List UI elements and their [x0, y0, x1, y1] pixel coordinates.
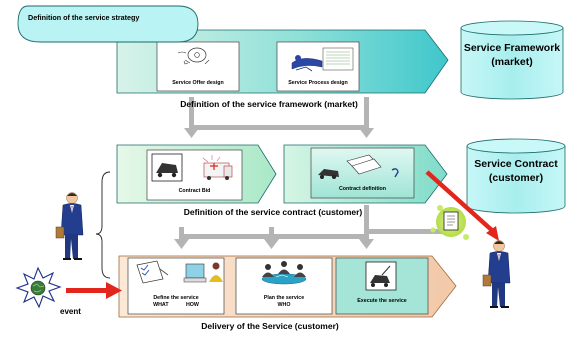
define-service-card[interactable]	[127, 257, 225, 315]
delivery-truck-icon	[151, 153, 183, 182]
contract-definition-card[interactable]	[310, 147, 415, 199]
plan-service-line1: Plan the service	[263, 295, 305, 301]
framework-cylinder-line1: Service Framework	[463, 42, 561, 54]
event-arrow	[66, 282, 122, 299]
business-person-icon	[55, 192, 84, 260]
service-contract-cylinder[interactable]	[466, 138, 566, 214]
plan-service-card[interactable]	[235, 257, 333, 315]
framework-to-contract-connectors	[184, 97, 374, 138]
event-burst-icon	[15, 266, 62, 309]
contract-definition-label: Contract definition	[338, 186, 387, 192]
framework-cylinder-line2: (market)	[491, 56, 533, 68]
document-icon	[443, 211, 459, 231]
business-person-icon	[482, 240, 511, 308]
contract-to-customer-arrow	[425, 170, 499, 241]
event-label: event	[60, 307, 81, 316]
ambulance-icon	[202, 155, 233, 180]
contract-cylinder-line1: Service Contract	[474, 158, 558, 170]
process-document-icon	[291, 47, 354, 72]
service-process-card[interactable]	[276, 41, 360, 92]
service-framework-cylinder[interactable]	[460, 20, 564, 100]
contract-bid-label: Contract Bid	[178, 188, 211, 194]
contract-bid-card[interactable]	[146, 149, 243, 201]
service-offer-card[interactable]	[156, 41, 240, 92]
computer-user-icon	[183, 262, 223, 283]
contract-document-highlight[interactable]	[430, 205, 470, 240]
execute-service-card[interactable]	[335, 257, 429, 315]
strategy-callout[interactable]	[17, 5, 199, 43]
plan-service-line2: WHO	[277, 302, 291, 308]
define-service-line2: WHAT HOW	[153, 302, 199, 308]
execute-service-line1: Execute the service	[357, 298, 407, 304]
service-offer-label: Service Offer design	[172, 80, 224, 86]
framework-title: Definition of the service framework (mar…	[180, 99, 358, 109]
define-service-line1: Define the service	[153, 295, 199, 301]
tow-truck-icon	[365, 261, 397, 291]
framework-band	[116, 29, 449, 94]
phase-brace	[95, 171, 111, 279]
delivery-band	[118, 255, 457, 318]
service-process-label: Service Process design	[288, 80, 348, 86]
ideas-sketch-icon	[177, 47, 210, 65]
contract-cylinder-line2: (customer)	[488, 172, 544, 184]
meeting-icon	[261, 261, 307, 285]
contract-title: Definition of the service contract (cust…	[183, 207, 363, 217]
strategy-label: Definition of the service strategy	[28, 13, 140, 22]
contract-to-delivery-connectors	[174, 205, 444, 249]
contract-papers-icon	[318, 154, 399, 179]
contract-band	[116, 144, 448, 204]
delivery-title: Delivery of the Service (customer)	[201, 321, 339, 331]
checklist-icon	[136, 260, 169, 284]
